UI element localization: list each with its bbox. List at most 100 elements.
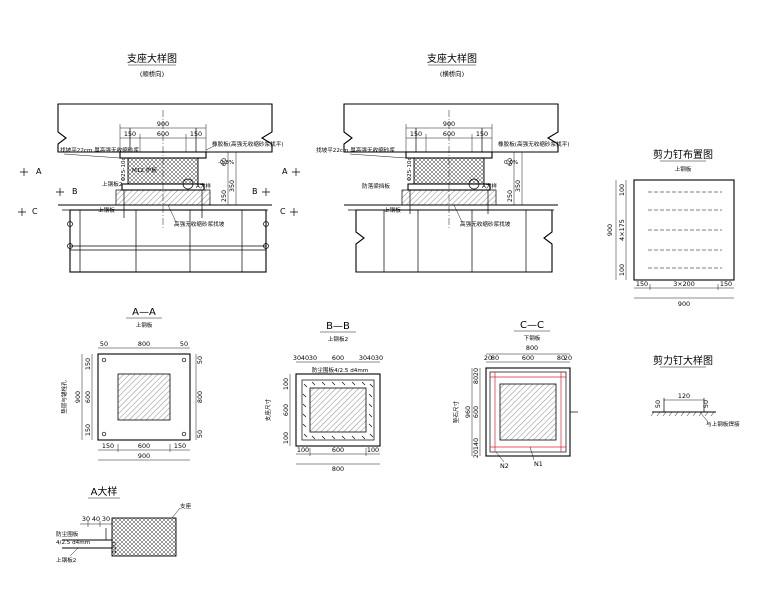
pier-body [69, 209, 267, 273]
svg-text:4/2.5 d4mm: 4/2.5 d4mm [56, 540, 90, 546]
bearing-detail-transverse-view: 支座大样图 (横桥向) 900 150 600 150 60 35 [316, 52, 570, 273]
svg-text:20: 20 [484, 354, 492, 362]
svg-text:剪力钉大样图: 剪力钉大样图 [653, 354, 713, 367]
svg-text:900: 900 [74, 391, 82, 403]
svg-text:20: 20 [472, 450, 480, 458]
svg-text:50: 50 [702, 400, 710, 408]
note-rubber: 橡胶板(高强无收缩砂浆找平) [212, 140, 284, 148]
girder-outline [343, 103, 559, 153]
svg-text:600: 600 [443, 130, 455, 138]
svg-text:上钢板2: 上钢板2 [102, 180, 122, 188]
section-b-b-view: B—B 上钢板2 30 40 30 600 30 40 30 防尘围板4/2.5… [264, 321, 383, 473]
svg-text:垫层与锚栓孔: 垫层与锚栓孔 [60, 380, 68, 414]
svg-text:800: 800 [196, 391, 204, 403]
svg-text:20: 20 [472, 368, 480, 376]
svg-text:20: 20 [564, 354, 572, 362]
svg-text:上钢板2: 上钢板2 [56, 556, 76, 564]
shear-stud-detail-view: 剪力钉大样图 50 120 50 与上钢板焊接 [650, 354, 740, 428]
svg-text:防尘围板: 防尘围板 [56, 530, 79, 538]
svg-text:120: 120 [110, 542, 118, 554]
svg-text:150: 150 [84, 424, 92, 436]
detail-a-view: A大样 30 40 30 120 防尘围板 4/2.5 d4mm 上钢板2 支座 [56, 485, 192, 564]
svg-text:下钢板: 下钢板 [524, 334, 541, 342]
svg-text:上钢板2: 上钢板2 [328, 335, 348, 343]
bearing-area [499, 383, 557, 441]
plate-outline [97, 353, 191, 441]
view-subtitle: (横桥向) [440, 69, 464, 78]
view-title: 支座大样图 [427, 52, 477, 65]
svg-text:C—C: C—C [520, 320, 544, 331]
bearing-block [111, 517, 177, 557]
svg-text:250: 250 [506, 190, 514, 202]
svg-text:Φ25-10d: Φ25-10d [407, 157, 413, 182]
svg-text:支座: 支座 [180, 502, 192, 510]
svg-text:140: 140 [472, 438, 480, 450]
svg-text:100: 100 [367, 446, 379, 454]
svg-text:350: 350 [514, 180, 522, 192]
svg-text:150: 150 [636, 280, 648, 288]
svg-text:600: 600 [138, 442, 150, 450]
svg-text:上钢板: 上钢板 [98, 206, 115, 214]
svg-text:支座尺寸: 支座尺寸 [264, 398, 272, 421]
svg-text:600: 600 [157, 130, 169, 138]
section-a-a-view: A—A 上钢板 50 800 50 150 600 150 900 150 60… [60, 307, 204, 461]
bearing-detail-longitudinal-view: 支座大样图 (顺桥向) [18, 52, 300, 273]
svg-text:30: 30 [82, 515, 90, 523]
svg-text:N2: N2 [500, 462, 509, 470]
svg-text:100: 100 [282, 378, 290, 390]
svg-text:150: 150 [102, 442, 114, 450]
svg-text:A大样: A大样 [91, 485, 118, 498]
svg-text:C: C [280, 207, 286, 216]
svg-text:60: 60 [506, 158, 514, 166]
svg-text:900: 900 [678, 300, 690, 308]
svg-text:找坡平22cm 厚高强无收缩砂浆: 找坡平22cm 厚高强无收缩砂浆 [316, 146, 395, 154]
svg-text:Φ25-10d: Φ25-10d [121, 157, 127, 182]
svg-text:B: B [252, 187, 258, 196]
pier-body [355, 209, 553, 273]
note-m12: M12 护板 [132, 166, 157, 174]
svg-text:高强无收缩砂浆找坡: 高强无收缩砂浆找坡 [460, 220, 511, 228]
svg-text:600: 600 [332, 446, 344, 454]
svg-text:150: 150 [720, 280, 732, 288]
svg-text:150: 150 [124, 130, 136, 138]
svg-text:防落梁挡板: 防落梁挡板 [362, 182, 390, 190]
svg-text:600: 600 [332, 354, 344, 362]
svg-text:A: A [36, 167, 42, 176]
svg-text:80: 80 [557, 354, 565, 362]
svg-text:4×175: 4×175 [618, 219, 626, 241]
svg-text:50: 50 [100, 340, 108, 348]
bearing-area [117, 373, 171, 421]
dust-guard-studs [302, 381, 374, 440]
note-mortar-leveling: 找坡平22cm 厚高强无收缩砂浆 [60, 146, 139, 154]
svg-text:600: 600 [84, 391, 92, 403]
svg-text:50: 50 [180, 340, 188, 348]
shear-stud-layout-view: 剪力钉布置图 上钢板 150 3×200 150 900 100 4×175 1… [606, 148, 735, 308]
svg-text:上钢板: 上钢板 [136, 321, 153, 329]
svg-text:剪力钉布置图: 剪力钉布置图 [653, 148, 713, 161]
svg-text:120: 120 [678, 392, 690, 400]
svg-text:上钢板: 上钢板 [384, 206, 401, 214]
svg-text:30: 30 [309, 354, 317, 362]
svg-text:垫石尺寸: 垫石尺寸 [452, 400, 460, 423]
bearing-area [309, 387, 367, 433]
svg-text:800: 800 [332, 465, 344, 473]
svg-text:40: 40 [301, 354, 309, 362]
svg-text:A—A: A—A [132, 307, 156, 318]
svg-text:800: 800 [526, 344, 538, 352]
svg-text:B—B: B—B [326, 321, 350, 332]
svg-text:A: A [282, 167, 288, 176]
svg-text:50: 50 [196, 356, 204, 364]
svg-text:高强无收缩砂浆找坡: 高强无收缩砂浆找坡 [174, 220, 225, 228]
svg-text:600: 600 [472, 406, 480, 418]
stud-rows [648, 191, 722, 269]
svg-text:30: 30 [293, 354, 301, 362]
svg-text:150: 150 [410, 130, 422, 138]
svg-text:50: 50 [196, 430, 204, 438]
girder-outline [57, 103, 273, 153]
svg-text:150: 150 [84, 358, 92, 370]
svg-text:上钢板: 上钢板 [675, 165, 692, 173]
detail-a-marker [182, 178, 194, 190]
svg-text:100: 100 [282, 432, 290, 444]
svg-text:60: 60 [220, 158, 228, 166]
svg-text:350: 350 [228, 180, 236, 192]
